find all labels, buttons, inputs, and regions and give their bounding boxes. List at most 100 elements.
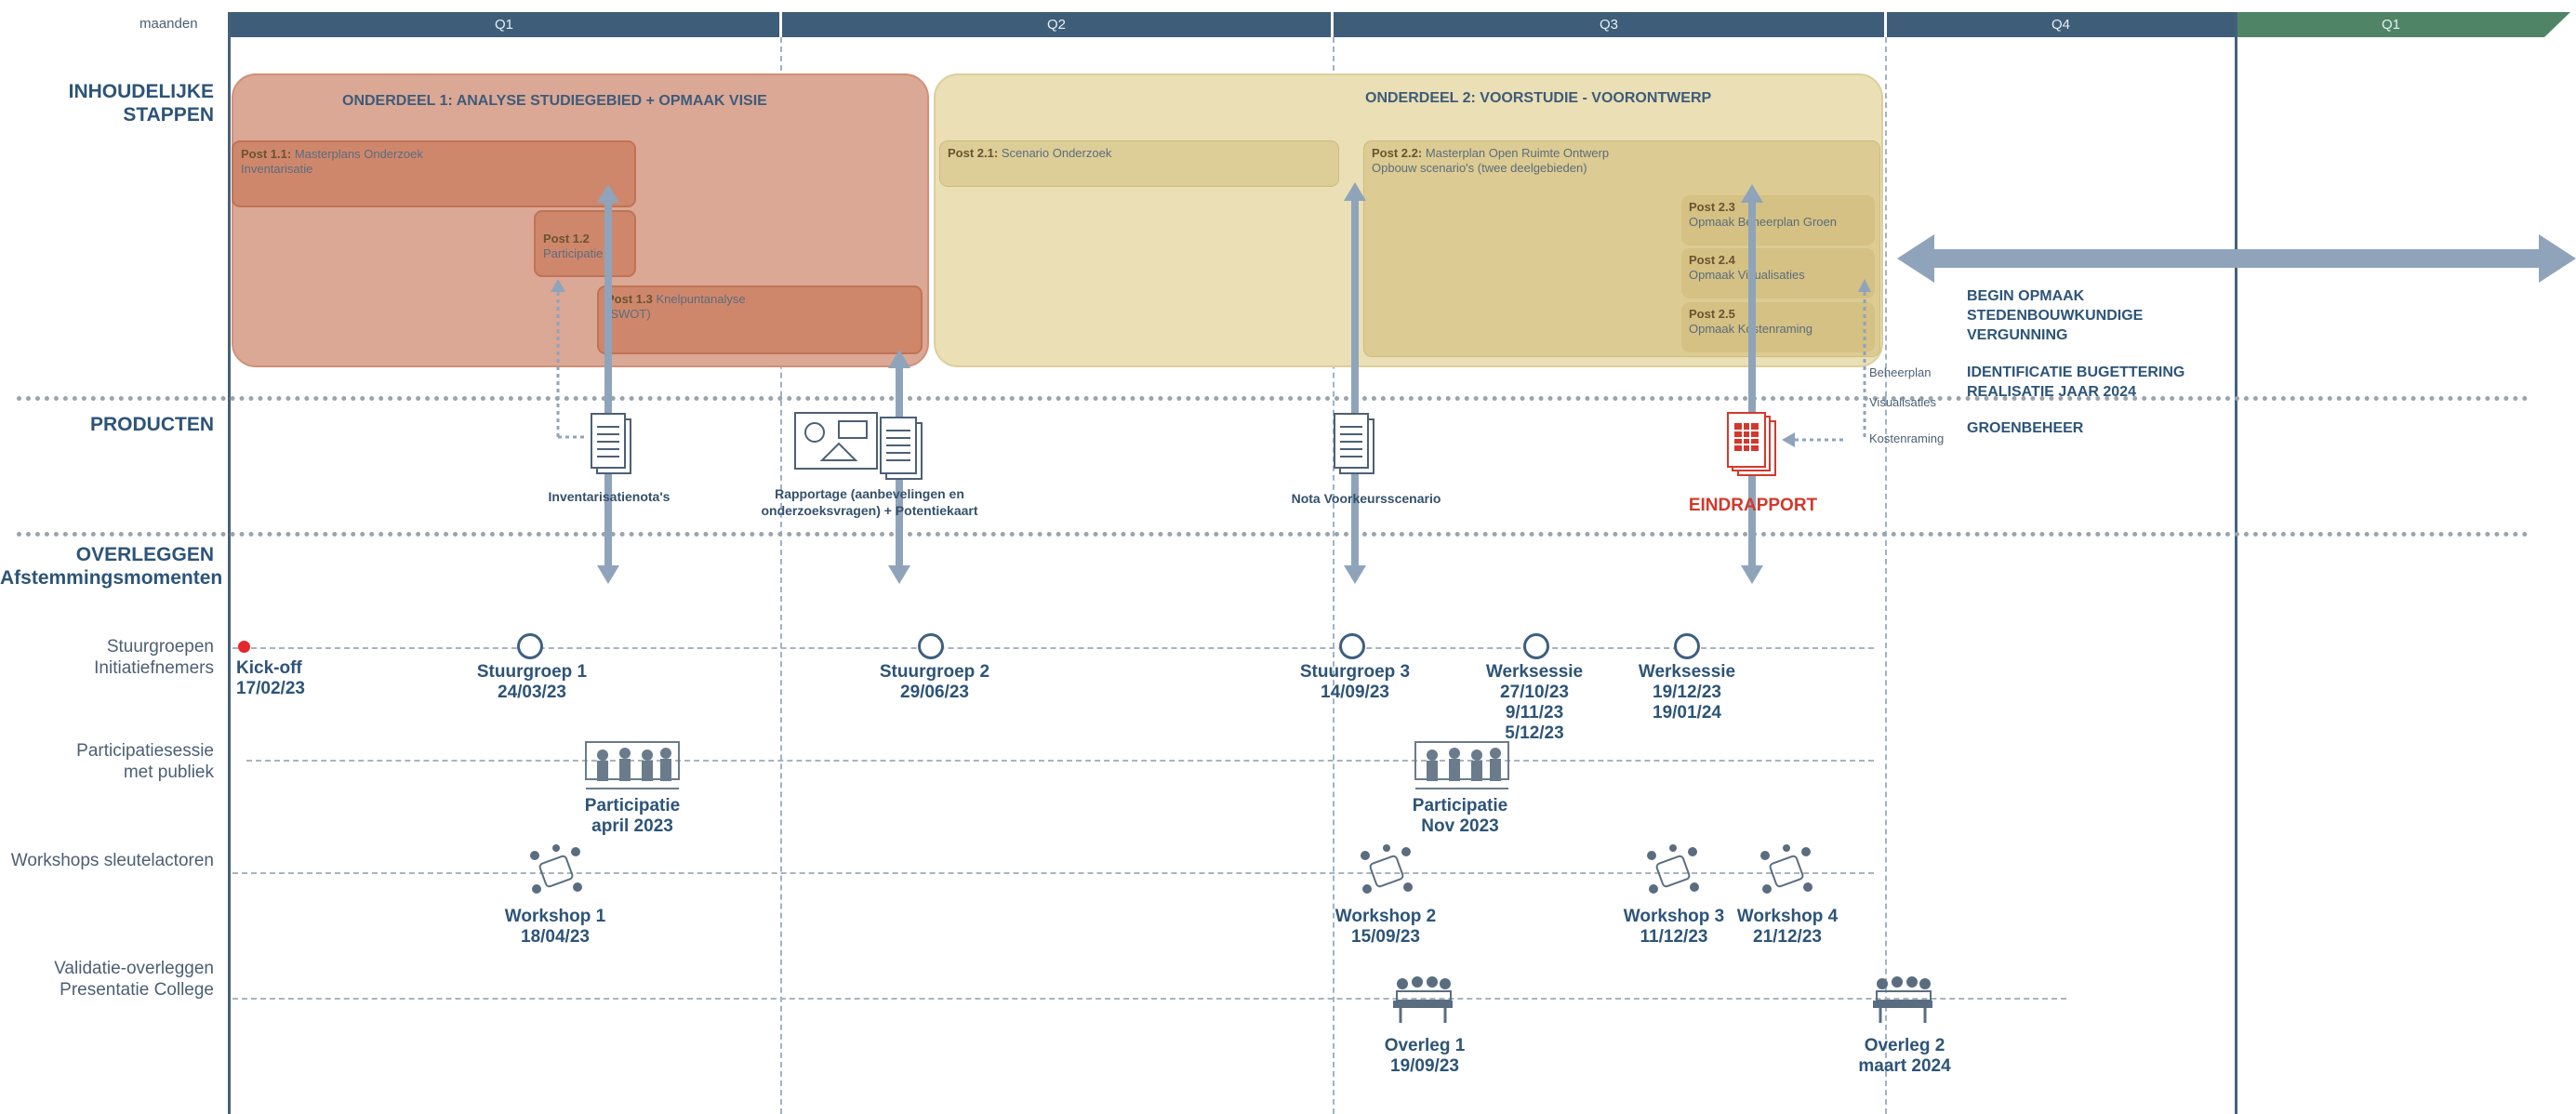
post-text: Scenario Onderzoek	[1001, 146, 1112, 160]
event-date: 19/09/23	[1390, 1056, 1459, 1076]
quarter-label: Q1	[2381, 17, 2400, 33]
begin-opmaak-double-arrow	[1897, 234, 2576, 283]
document-stack-icon	[591, 413, 631, 474]
post-id: Post 2.4	[1689, 253, 1735, 267]
note-begin-opmaak: BEGIN OPMAAK STEDENBOUWKUNDIGE VERGUNNIN…	[1967, 288, 2144, 343]
event-kickoff: Kick-off 17/02/23	[236, 658, 305, 699]
note-groenbeheer: GROENBEHEER	[1967, 420, 2084, 436]
quarter-q3: Q3	[1334, 12, 1884, 37]
document-stack-icon	[880, 417, 923, 480]
stuurgroep-3-marker	[1339, 633, 1365, 659]
section-overleggen: OVERLEGGEN Afstemmingsmomenten	[0, 544, 223, 589]
post-id: Post 1.1:	[241, 147, 292, 161]
map-diagram-icon	[794, 412, 878, 470]
quarter-arrow-tip	[2544, 12, 2570, 37]
event-stuurgroep-3: Stuurgroep 3 14/09/23	[1300, 662, 1410, 703]
quarter-label: Q1	[494, 17, 513, 33]
event-participatie-1: Participatie april 2023	[585, 796, 680, 837]
post-id: Post 2.2:	[1372, 146, 1423, 160]
quarter-q2: Q2	[782, 12, 1331, 37]
quarter-q1: Q1	[229, 12, 779, 37]
event-label: Stuurgroep 2	[879, 662, 990, 682]
event-date: 17/02/23	[236, 679, 305, 698]
product-nota: Nota Voorkeursscenario	[1291, 491, 1441, 506]
post-id: Post 1.2	[543, 232, 590, 245]
quarter-q1-next: Q1	[2237, 12, 2544, 37]
product-kostenraming: Kostenraming	[1869, 431, 1945, 445]
post-text: Masterplans Onderzoek Inventarisatie	[241, 147, 423, 176]
stuurgroep-2-marker	[918, 633, 944, 659]
event-label: Overleg 1	[1384, 1036, 1466, 1055]
quarter-divider	[780, 37, 782, 1114]
document-stack-icon	[1334, 413, 1374, 474]
row-line-stuurgroepen	[232, 647, 1874, 649]
post-1-3: Post 1.3 Knelpuntanalyse (SWOT)	[597, 285, 923, 354]
workshop-table-icon	[530, 844, 582, 894]
event-workshop-4: Workshop 4 21/12/23	[1737, 907, 1838, 948]
post-id: Post 2.3	[1689, 200, 1735, 214]
event-label: Kick-off	[236, 658, 302, 678]
product-eindrapport: EINDRAPPORT	[1688, 496, 1818, 515]
event-date: 15/09/23	[1351, 927, 1420, 947]
separator-overleggen	[17, 532, 2530, 537]
workshop-table-icon	[1361, 844, 1413, 894]
workshop-table-icon	[1647, 844, 1699, 894]
row-line-participatie	[246, 760, 1874, 762]
product-beheerplan: Beheerplan	[1869, 365, 1932, 379]
event-label: Workshop 1	[504, 907, 606, 926]
timeline-axis-line	[228, 12, 231, 1114]
event-label: Participatie	[1412, 796, 1508, 816]
event-stuurgroep-1: Stuurgroep 1 24/03/23	[477, 662, 587, 703]
row-stuurgroepen: Stuurgroepen Initiatiefnemers	[94, 637, 214, 678]
year-divider	[2235, 12, 2237, 1114]
dotted-arrow	[1858, 279, 1871, 437]
connector-arrow	[1741, 184, 1763, 584]
event-overleg-1: Overleg 1 19/09/23	[1385, 1036, 1466, 1077]
event-workshop-1: Workshop 1 18/04/23	[505, 907, 605, 948]
event-label: Stuurgroep 3	[1299, 662, 1411, 682]
post-1-1: Post 1.1: Masterplans Onderzoek Inventar…	[232, 140, 636, 207]
post-2-3: Post 2.3 Opmaak Beheerplan Groen	[1681, 195, 1875, 245]
kickoff-dot	[238, 641, 250, 653]
post-text: Knelpuntanalyse (SWOT)	[606, 292, 746, 321]
row-validatie: Validatie-overleggen Presentatie College	[54, 959, 214, 1000]
event-participatie-2: Participatie Nov 2023	[1413, 796, 1507, 837]
connector-arrow	[597, 184, 619, 584]
separator-producten	[17, 396, 2530, 401]
event-label: Overleg 2	[1864, 1036, 1945, 1055]
event-date: 21/12/23	[1753, 927, 1822, 947]
dotted-arrow	[1782, 432, 1843, 447]
product-rapportage: Rapportage (aanbevelingen en onderzoeksv…	[761, 486, 978, 518]
event-date: april 2023	[591, 816, 673, 836]
event-label: Werksessie	[1638, 662, 1736, 682]
werksessie-1-marker	[1523, 633, 1549, 659]
meeting-table-icon	[1873, 976, 1932, 1023]
row-workshops: Workshops sleutelactoren	[10, 851, 214, 870]
event-label: Werksessie	[1485, 662, 1584, 682]
event-date: 11/12/23	[1640, 927, 1708, 947]
quarter-label: Q2	[1046, 17, 1066, 33]
quarter-label: Q4	[2051, 17, 2070, 33]
event-date: 18/04/23	[521, 927, 590, 947]
post-id: Post 2.1:	[948, 146, 999, 160]
post-2-4: Post 2.4 Opmaak Visualisaties	[1681, 248, 1875, 298]
event-date: Nov 2023	[1421, 816, 1499, 836]
workshop-table-icon	[1760, 844, 1812, 894]
post-id: Post 1.3	[606, 292, 653, 306]
quarter-q4: Q4	[1887, 12, 2235, 37]
event-date: 24/03/23	[498, 683, 566, 702]
event-werksessie-2: Werksessie 19/12/23 19/01/24	[1639, 662, 1735, 723]
product-inventarisatie: Inventarisatienota's	[548, 489, 671, 504]
eindrapport-icon	[1727, 412, 1776, 476]
event-label: Stuurgroep 1	[476, 662, 588, 682]
event-label: Workshop 3	[1623, 907, 1725, 926]
post-text: Opmaak Visualisaties	[1689, 268, 1805, 282]
participation-people-icon	[1414, 741, 1509, 789]
timeline-label: maanden	[139, 16, 198, 32]
event-date: 29/06/23	[900, 683, 969, 702]
row-participatie: Participatiesessie met publiek	[76, 741, 214, 782]
event-overleg-2: Overleg 2 maart 2024	[1858, 1036, 1950, 1077]
post-1-2: Post 1.2 Participatie	[534, 210, 636, 277]
post-text: Participatie	[543, 246, 604, 260]
onderdeel1-title: ONDERDEEL 1: ANALYSE STUDIEGEBIED + OPMA…	[342, 93, 767, 109]
